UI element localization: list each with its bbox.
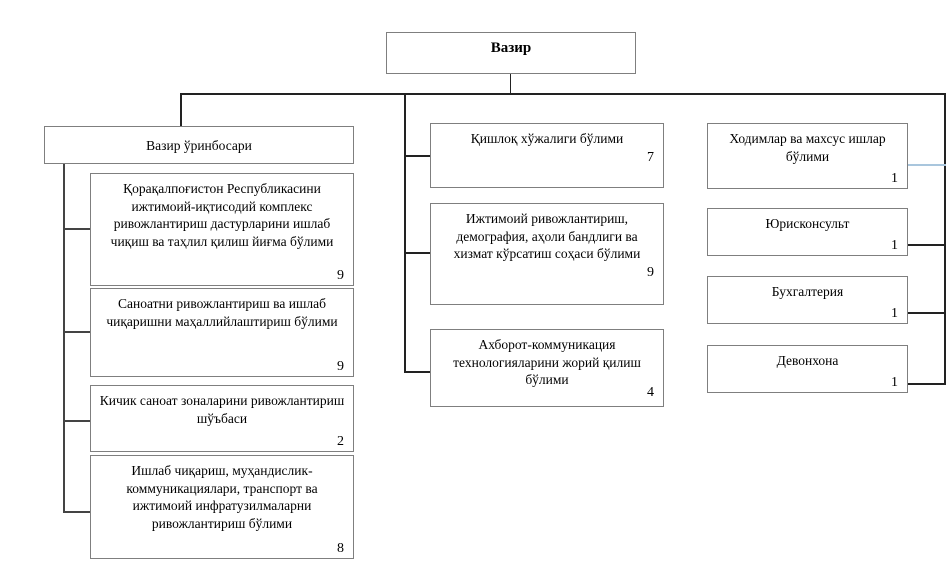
connector-bus-to-deputy (180, 93, 182, 126)
node-minister[interactable]: Вазир (386, 32, 636, 74)
node-right-dept-3-label: Бухгалтерия (771, 284, 844, 299)
connector-middle-stub-2 (404, 252, 430, 254)
node-middle-dept-1-label: Қишлоқ хўжалиги бўлими (470, 131, 624, 146)
node-deputy-dept-1-label: Қорақалпоғистон Республикасини ижтимоий-… (110, 181, 334, 249)
node-middle-dept-1-count: 7 (647, 150, 654, 165)
node-deputy-dept-2[interactable]: Саноатни ривожлантириш ва ишлаб чиқаришн… (90, 288, 354, 377)
node-middle-dept-3-label: Ахборот-коммуникация технологияларини жо… (453, 337, 641, 388)
node-right-dept-2[interactable]: Юрисконсульт 1 (707, 208, 908, 256)
connector-right-stub-1 (908, 164, 946, 166)
connector-middle-trunk (404, 93, 406, 373)
connector-right-trunk (944, 93, 946, 385)
node-right-dept-2-label: Юрисконсульт (765, 216, 850, 231)
node-middle-dept-3[interactable]: Ахборот-коммуникация технологияларини жо… (430, 329, 664, 407)
connector-main-bus (180, 93, 946, 95)
connector-deputy-trunk (63, 164, 65, 513)
connector-root-stem (510, 74, 511, 94)
node-middle-dept-1[interactable]: Қишлоқ хўжалиги бўлими 7 (430, 123, 664, 188)
connector-right-stub-4 (908, 383, 946, 385)
node-deputy-dept-4-count: 8 (337, 541, 344, 556)
node-right-dept-1-label: Ходимлар ва махсус ишлар бўлими (729, 131, 886, 164)
connector-deputy-stub-2 (63, 331, 90, 333)
node-right-dept-3[interactable]: Бухгалтерия 1 (707, 276, 908, 324)
node-deputy-dept-2-count: 9 (337, 359, 344, 374)
connector-middle-stub-3 (404, 371, 430, 373)
node-deputy-dept-3-count: 2 (337, 434, 344, 449)
node-deputy-dept-4[interactable]: Ишлаб чиқариш, муҳандислик-коммуникациял… (90, 455, 354, 559)
node-deputy-minister[interactable]: Вазир ўринбосари (44, 126, 354, 164)
connector-deputy-stub-1 (63, 228, 90, 230)
node-middle-dept-2-label: Ижтимоий ривожлантириш, демография, аҳол… (453, 211, 641, 262)
node-deputy-minister-label: Вазир ўринбосари (146, 138, 252, 153)
node-middle-dept-3-count: 4 (647, 385, 654, 400)
node-deputy-dept-2-label: Саноатни ривожлантириш ва ишлаб чиқаришн… (106, 296, 338, 329)
node-middle-dept-2[interactable]: Ижтимоий ривожлантириш, демография, аҳол… (430, 203, 664, 305)
node-right-dept-2-count: 1 (891, 238, 898, 253)
node-deputy-dept-1-count: 9 (337, 268, 344, 283)
node-right-dept-3-count: 1 (891, 306, 898, 321)
node-right-dept-1[interactable]: Ходимлар ва махсус ишлар бўлими 1 (707, 123, 908, 189)
node-minister-label: Вазир (490, 40, 532, 56)
node-deputy-dept-3[interactable]: Кичик саноат зоналарини ривожлантириш шў… (90, 385, 354, 452)
connector-right-stub-3 (908, 312, 946, 314)
node-deputy-dept-3-label: Кичик саноат зоналарини ривожлантириш шў… (99, 393, 345, 426)
node-right-dept-4-label: Девонхона (776, 353, 839, 368)
connector-middle-stub-1 (404, 155, 430, 157)
connector-deputy-stub-3 (63, 420, 90, 422)
node-deputy-dept-4-label: Ишлаб чиқариш, муҳандислик-коммуникациял… (126, 463, 318, 531)
node-right-dept-1-count: 1 (891, 171, 898, 186)
node-middle-dept-2-count: 9 (647, 265, 654, 280)
connector-right-stub-2 (908, 244, 946, 246)
node-right-dept-4-count: 1 (891, 375, 898, 390)
node-deputy-dept-1[interactable]: Қорақалпоғистон Республикасини ижтимоий-… (90, 173, 354, 286)
node-right-dept-4[interactable]: Девонхона 1 (707, 345, 908, 393)
connector-deputy-stub-4 (63, 511, 90, 513)
